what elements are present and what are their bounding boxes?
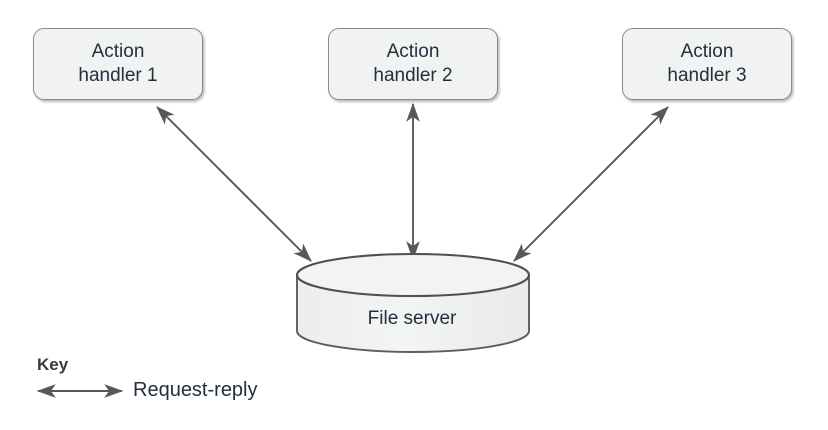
cylinder-top: [295, 252, 531, 298]
file-server-cylinder: [295, 252, 531, 353]
node-action-handler-3-line1: Action: [680, 40, 734, 62]
node-action-handler-3[interactable]: Action handler 3: [622, 28, 792, 100]
node-action-handler-2-line2: handler 2: [373, 65, 453, 86]
node-action-handler-2-line1: Action: [386, 40, 440, 62]
edge-handler3-fileserver: [513, 106, 669, 262]
node-action-handler-2[interactable]: Action handler 2: [328, 28, 498, 100]
node-action-handler-1-line1: Action: [91, 40, 145, 62]
node-action-handler-3-line2: handler 3: [667, 65, 747, 86]
key-entry-request-reply-label: Request-reply: [133, 379, 258, 401]
edge-handler1-fileserver: [156, 106, 312, 262]
key-title: Key: [37, 355, 69, 374]
node-action-handler-1[interactable]: Action handler 1: [33, 28, 203, 100]
node-file-server-label: File server: [367, 308, 457, 329]
node-action-handler-1-line2: handler 1: [78, 65, 158, 86]
